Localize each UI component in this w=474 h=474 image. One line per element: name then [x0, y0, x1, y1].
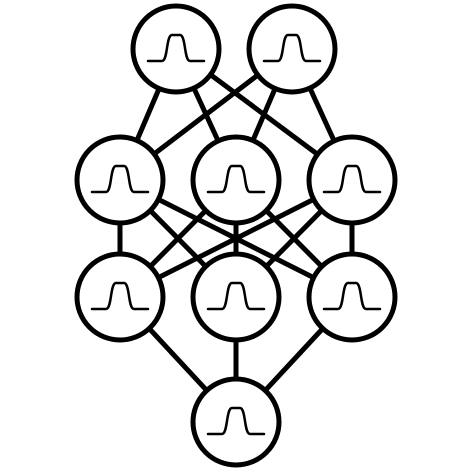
neuron-circle	[190, 376, 282, 468]
bell-curve-icon	[90, 281, 150, 311]
neuron-layer-3-node-3	[306, 251, 398, 343]
neurons	[74, 3, 398, 468]
neuron-circle	[74, 251, 166, 343]
bell-curve-icon	[90, 164, 150, 194]
neuron-layer-1-node-1	[130, 3, 222, 95]
bell-curve-icon	[206, 281, 266, 311]
neuron-circle	[306, 134, 398, 226]
neuron-layer-2-node-3	[306, 134, 398, 226]
neuron-layer-2-node-2	[190, 134, 282, 226]
bell-curve-icon	[322, 281, 382, 311]
bell-curve-icon	[322, 164, 382, 194]
neuron-layer-2-node-1	[74, 134, 166, 226]
neuron-circle	[190, 251, 282, 343]
neuron-circle	[246, 3, 338, 95]
bell-curve-icon	[206, 406, 266, 436]
bell-curve-icon	[206, 164, 266, 194]
connections	[117, 46, 355, 425]
bell-curve-icon	[146, 33, 206, 63]
neuron-layer-1-node-2	[246, 3, 338, 95]
neuron-circle	[306, 251, 398, 343]
neuron-layer-3-node-1	[74, 251, 166, 343]
bell-curve-icon	[262, 33, 322, 63]
neuron-layer-4-node-1	[190, 376, 282, 468]
neuron-circle	[74, 134, 166, 226]
neuron-circle	[190, 134, 282, 226]
neuron-circle	[130, 3, 222, 95]
neuron-layer-3-node-2	[190, 251, 282, 343]
